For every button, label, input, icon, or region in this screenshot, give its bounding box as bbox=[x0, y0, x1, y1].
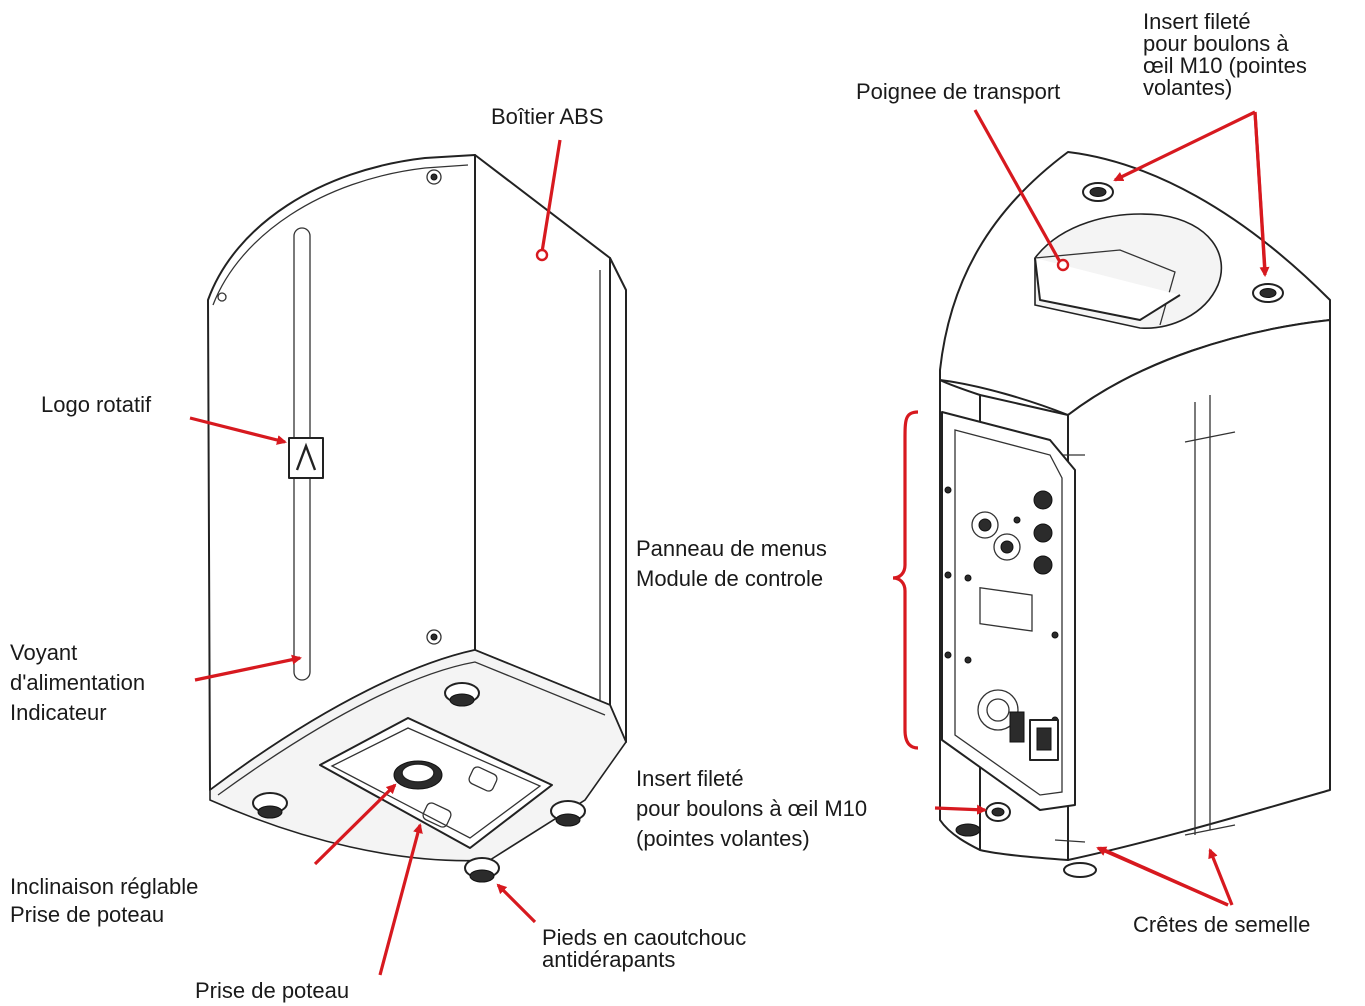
right-speaker-right-side bbox=[1067, 319, 1331, 861]
fan-grille bbox=[977, 689, 1019, 731]
label-voyant-alimentation: Voyant d'alimentation Indicateur bbox=[10, 640, 146, 725]
pole-mount-plate bbox=[319, 717, 553, 849]
label-logo-rotatif: Logo rotatif bbox=[41, 392, 152, 417]
power-switch bbox=[1009, 711, 1025, 743]
display-screen bbox=[979, 586, 1033, 632]
rubber-feet bbox=[252, 682, 586, 883]
top-threaded-inserts bbox=[1082, 182, 1284, 303]
label-boitier-abs: Boîtier ABS bbox=[491, 104, 604, 129]
label-inclinaison-reglable: Inclinaison réglable Prise de poteau bbox=[10, 874, 199, 927]
label-insert-filete-top: Insert fileté pour boulons à œil M10 (po… bbox=[1143, 9, 1307, 100]
left-speaker-chamfer bbox=[609, 257, 627, 743]
callout-arrows bbox=[189, 109, 1270, 976]
control-panel bbox=[941, 411, 1076, 811]
right-speaker bbox=[939, 151, 1331, 878]
label-pieds-caoutchouc: Pieds en caoutchouc antidérapants bbox=[542, 925, 747, 972]
bottom-threaded-insert bbox=[985, 802, 1011, 822]
label-insert-filete-bottom: Insert fileté pour boulons à œil M10 (po… bbox=[636, 766, 868, 851]
label-prise-de-poteau: Prise de poteau bbox=[195, 978, 350, 1003]
rotating-logo-icon bbox=[288, 437, 324, 479]
left-speaker-front-face bbox=[474, 154, 611, 706]
label-cretes-semelle: Crêtes de semelle bbox=[1133, 912, 1311, 937]
label-poignee-transport: Poignee de transport bbox=[856, 79, 1061, 104]
left-speaker bbox=[207, 154, 627, 883]
label-panneau-menus: Panneau de menus Module de controle bbox=[636, 536, 827, 591]
